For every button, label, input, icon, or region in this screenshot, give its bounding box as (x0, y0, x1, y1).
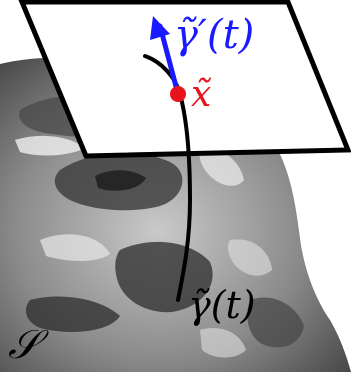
point-label: x̃ (191, 74, 211, 115)
head-highlight-2 (199, 149, 244, 186)
head-shadow-right (247, 297, 304, 348)
head-shadow-eye (95, 170, 146, 191)
tangent-plane-outline (18, 0, 351, 159)
tangent-plane (18, 0, 351, 159)
head-highlight-5 (200, 328, 246, 358)
tangent-plane-fill (22, 2, 348, 156)
point-x (170, 86, 186, 102)
head-highlight-3 (40, 234, 110, 261)
curve-label: γ̃(t) (188, 283, 256, 327)
tangent-vector-label: γ̃′(t) (174, 12, 254, 58)
tangent-vector-arrowhead (150, 16, 170, 40)
tangent-vector-arrow (157, 23, 181, 97)
head-shadow-mouth (25, 296, 121, 332)
head-highlight-1 (15, 135, 85, 156)
head-highlight-4 (227, 239, 272, 276)
head-shadow-lower (115, 241, 213, 313)
